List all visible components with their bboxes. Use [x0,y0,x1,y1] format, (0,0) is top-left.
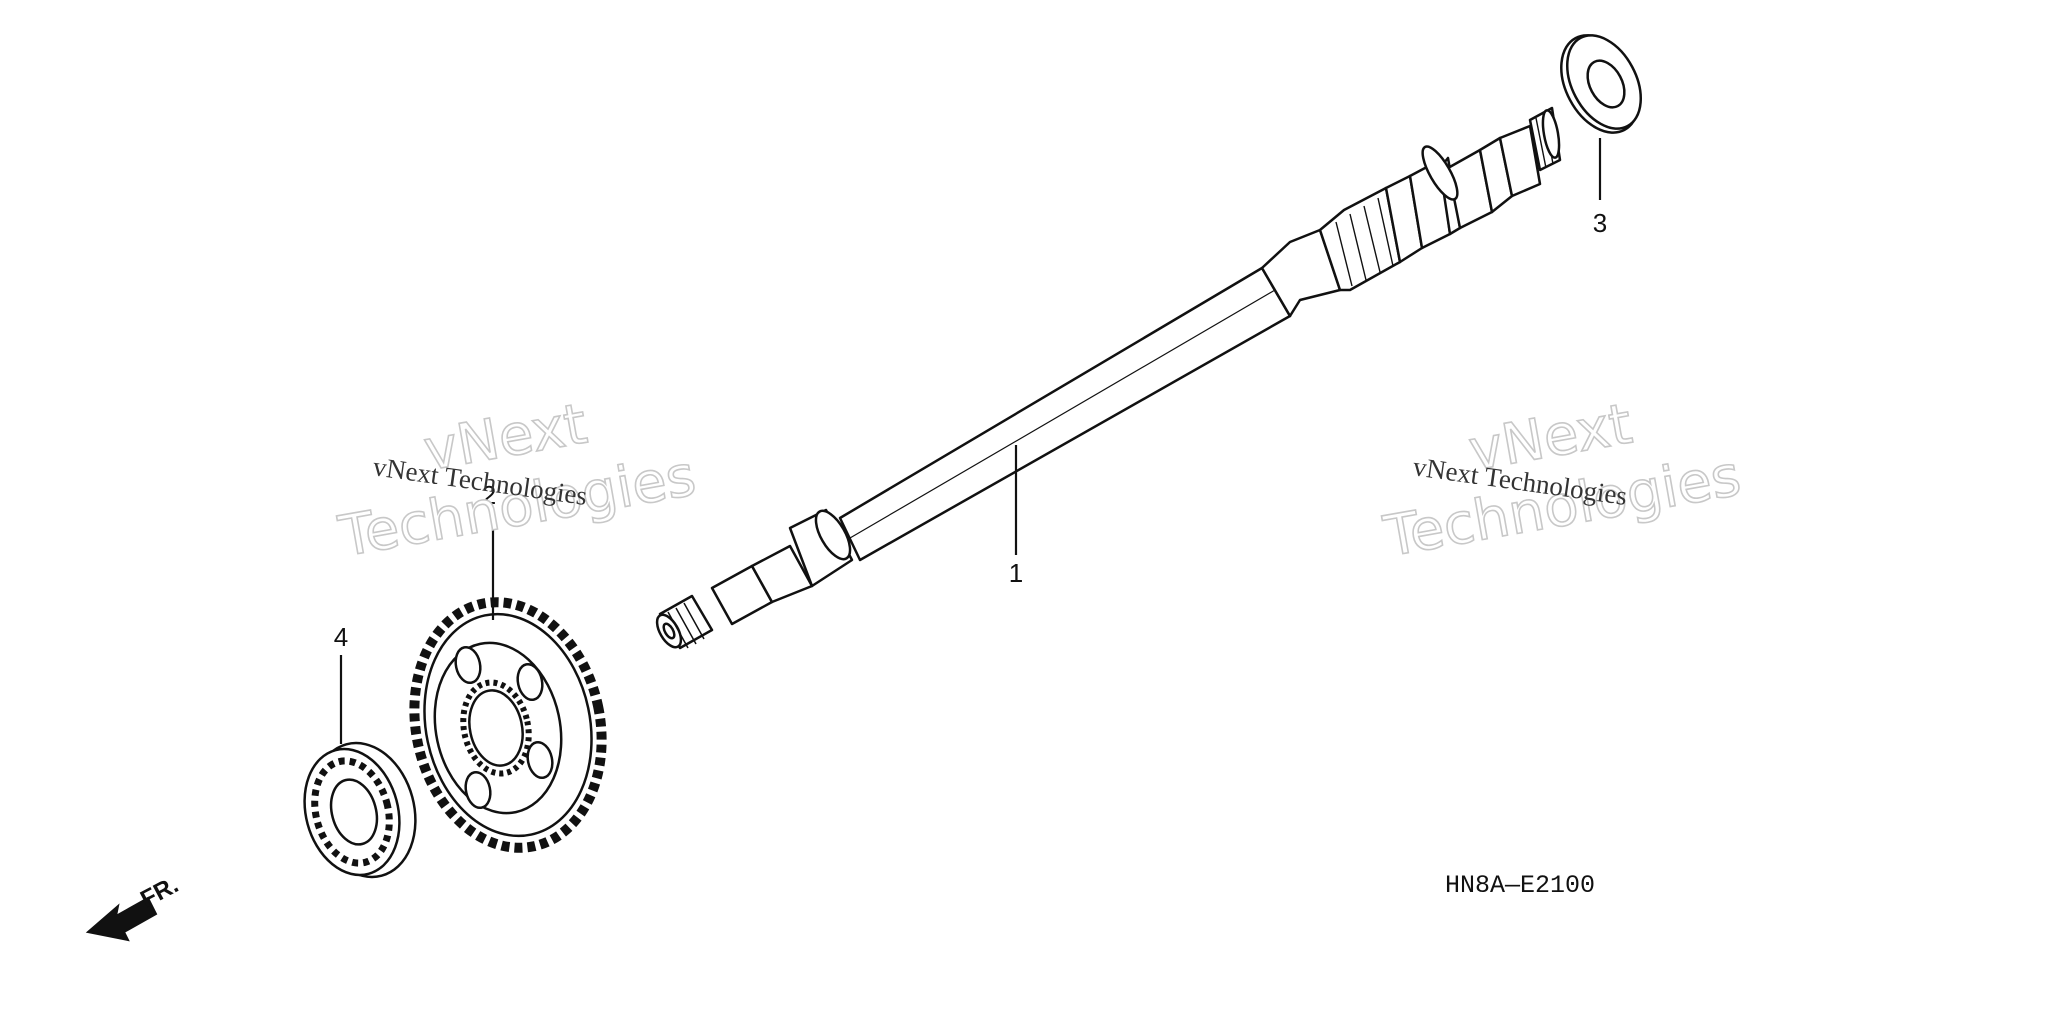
callout-label-2: 2 [482,480,496,510]
callout-label-3: 3 [1593,208,1607,238]
diagram-code: HN8A—E2100 [1445,871,1595,900]
callout-label-1: 1 [1009,558,1023,588]
gear-part [409,597,607,853]
callout-label-4: 4 [334,622,348,652]
arrow-left-icon [85,896,158,942]
washer-part [1560,34,1642,134]
front-direction-arrow: FR. [85,871,183,942]
bearing-part [303,741,417,879]
shaft-part [655,106,1562,650]
callout-leaders [339,138,1602,744]
